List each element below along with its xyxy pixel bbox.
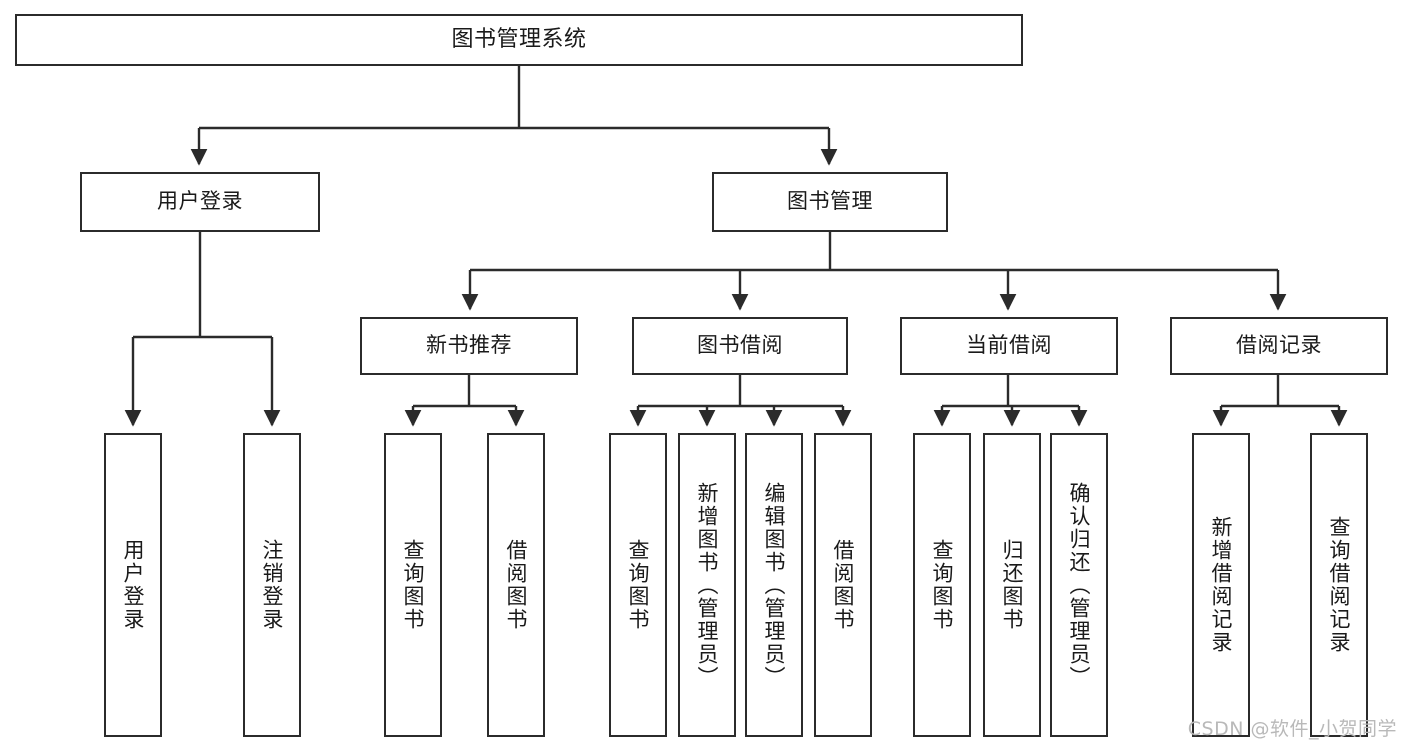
node-label: 查询借阅记录 (1327, 516, 1352, 654)
node-borrow-record[interactable]: 借阅记录 (1170, 317, 1388, 375)
node-new-book-recommend[interactable]: 新书推荐 (360, 317, 578, 375)
node-root-system[interactable]: 图书管理系统 (15, 14, 1023, 66)
node-label: 新书推荐 (426, 333, 512, 358)
node-label: 借阅记录 (1236, 333, 1322, 358)
node-leaf-confirm-return-admin[interactable]: 确认归还（管理员） (1050, 433, 1108, 737)
node-leaf-borrow-book[interactable]: 借阅图书 (814, 433, 872, 737)
node-label: 新增图书（管理员） (695, 481, 720, 689)
node-label: 确认归还（管理员） (1067, 481, 1092, 689)
node-label: 新增借阅记录 (1209, 516, 1234, 654)
node-leaf-query-borrow-record[interactable]: 查询借阅记录 (1310, 433, 1368, 737)
node-user-login[interactable]: 用户登录 (80, 172, 320, 232)
node-leaf-edit-book-admin[interactable]: 编辑图书（管理员） (745, 433, 803, 737)
node-label: 借阅图书 (831, 539, 856, 631)
node-label: 用户登录 (121, 539, 146, 631)
node-leaf-query-book-rec[interactable]: 查询图书 (384, 433, 442, 737)
node-label: 注销登录 (260, 539, 285, 631)
node-label: 归还图书 (1000, 539, 1025, 631)
node-leaf-add-borrow-record[interactable]: 新增借阅记录 (1192, 433, 1250, 737)
node-leaf-return-book[interactable]: 归还图书 (983, 433, 1041, 737)
node-label: 查询图书 (930, 539, 955, 631)
node-label: 当前借阅 (966, 333, 1052, 358)
node-leaf-borrow-book-rec[interactable]: 借阅图书 (487, 433, 545, 737)
node-label: 图书管理系统 (451, 26, 587, 52)
node-leaf-add-book-admin[interactable]: 新增图书（管理员） (678, 433, 736, 737)
watermark-text: CSDN @软件_小贺同学 (1187, 718, 1397, 740)
node-leaf-query-book-borrow[interactable]: 查询图书 (609, 433, 667, 737)
node-label: 编辑图书（管理员） (762, 481, 787, 689)
node-leaf-user-login[interactable]: 用户登录 (104, 433, 162, 737)
node-leaf-query-book-current[interactable]: 查询图书 (913, 433, 971, 737)
node-label: 用户登录 (157, 189, 243, 214)
node-label: 图书管理 (787, 189, 873, 214)
node-label: 图书借阅 (697, 333, 783, 358)
node-current-borrow[interactable]: 当前借阅 (900, 317, 1118, 375)
node-label: 借阅图书 (504, 539, 529, 631)
node-leaf-logout[interactable]: 注销登录 (243, 433, 301, 737)
node-book-management[interactable]: 图书管理 (712, 172, 948, 232)
node-label: 查询图书 (401, 539, 426, 631)
node-label: 查询图书 (626, 539, 651, 631)
node-book-borrow[interactable]: 图书借阅 (632, 317, 848, 375)
